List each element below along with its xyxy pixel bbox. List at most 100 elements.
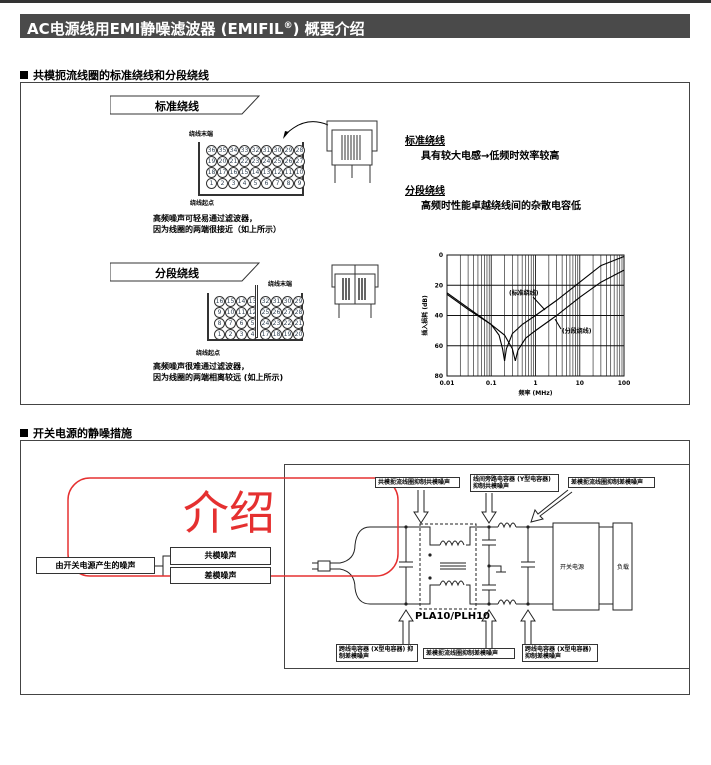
series-line-standard (446, 256, 625, 361)
winding-turn: 18 (271, 329, 282, 340)
winding-turn: 27 (294, 156, 305, 167)
winding-turn: 35 (217, 145, 228, 156)
segmented-banner: 分段绕线 (110, 262, 260, 282)
circuit-box (284, 464, 690, 669)
winding-turn: 21 (228, 156, 239, 167)
x-tick-label: 10 (576, 380, 584, 387)
winding-turn: 26 (271, 307, 282, 318)
winding-turn: 33 (239, 145, 250, 156)
standard-banner: 标准绕线 (110, 95, 260, 115)
winding-turn: 29 (283, 145, 294, 156)
winding-turn: 1 (214, 329, 225, 340)
load-label: 负载 (617, 564, 630, 571)
psu-label: 开关电源 (560, 564, 585, 571)
winding-turn: 15 (239, 167, 250, 178)
segmented-caption: 高频噪声很难通过滤波器，因为线圈的两端相离较远 (如上所示) (153, 362, 284, 382)
winding-turn: 7 (225, 318, 236, 329)
series-line-segmented (446, 269, 625, 362)
winding-turn: 8 (283, 178, 294, 189)
winding-turn: 25 (272, 156, 283, 167)
winding-end-label: 绕线末端 (189, 131, 214, 138)
top-label-2: 线间旁路电容器 (Y型电容器) 抑制共模噪声 (470, 474, 559, 492)
series-pointer (554, 318, 562, 330)
top-label-1: 共模扼流线圈抑制共模噪声 (375, 477, 460, 488)
registered-mark: ® (283, 21, 293, 31)
winding-turn: 3 (228, 178, 239, 189)
winding-turn: 24 (260, 318, 271, 329)
winding-turn: 14 (250, 167, 261, 178)
winding-turn: 28 (293, 307, 304, 318)
title-text: AC电源线用EMI静噪滤波器 (EMIFIL (27, 20, 284, 38)
y-tick-label: 40 (435, 313, 443, 320)
winding-turn: 1 (206, 178, 217, 189)
winding-turn: 5 (250, 178, 261, 189)
winding-turn: 31 (271, 296, 282, 307)
winding-turn: 9 (214, 307, 225, 318)
source-noise-box: 由开关电源产生的噪声 (36, 557, 155, 574)
winding-turn: 6 (261, 178, 272, 189)
winding-turn: 27 (282, 307, 293, 318)
winding-turn: 24 (261, 156, 272, 167)
series-label-standard: (标准绕线) (509, 289, 539, 297)
winding-turn: 29 (293, 296, 304, 307)
x-tick-label: 0.1 (486, 380, 497, 387)
winding-turn: 13 (261, 167, 272, 178)
top-strip (0, 0, 711, 3)
part-number: PLA10/PLH10 (415, 611, 490, 622)
winding-turn: 17 (260, 329, 271, 340)
title-end: ) 概要介绍 (292, 20, 365, 38)
x-tick-label: 1 (533, 380, 537, 387)
series-label-segmented: (分段绕线) (562, 327, 592, 335)
winding-turn: 10 (294, 167, 305, 178)
winding-turn: 16 (228, 167, 239, 178)
winding-turn: 9 (294, 178, 305, 189)
note-standard: 标准绕线具有较大电感→低频时效率较高 (405, 136, 560, 162)
winding-turn: 22 (239, 156, 250, 167)
y-tick-label: 60 (435, 343, 443, 350)
common-mode-noise-box: 共模噪声 (170, 547, 271, 565)
winding-turn: 21 (293, 318, 304, 329)
winding-turn: 3 (236, 329, 247, 340)
winding-turn: 22 (282, 318, 293, 329)
winding-turn: 32 (250, 145, 261, 156)
x-tick-label: 0.01 (440, 380, 455, 387)
winding-turn: 14 (236, 296, 247, 307)
winding-turn: 19 (282, 329, 293, 340)
choke-coil-standard-image (283, 120, 378, 183)
y-axis-label: 插入损耗 (dB) (421, 295, 429, 336)
winding-turn: 8 (214, 318, 225, 329)
x-axis-label: 频率 (MHz) (518, 389, 552, 397)
winding-turn: 23 (271, 318, 282, 329)
winding-turn: 20 (293, 329, 304, 340)
winding-turn: 34 (228, 145, 239, 156)
top-label-3: 差模扼流线圈抑制差模噪声 (568, 477, 655, 488)
winding-turn: 11 (283, 167, 294, 178)
winding-start-label: 绕线起点 (190, 200, 215, 207)
segmented-end-label: 绕线末端 (268, 281, 293, 288)
winding-turn: 25 (260, 307, 271, 318)
x-tick-label: 100 (618, 380, 631, 387)
winding-turn: 19 (206, 156, 217, 167)
winding-turn: 2 (217, 178, 228, 189)
winding-turn: 15 (225, 296, 236, 307)
section2-heading: 开关电源的静噪措施 (20, 425, 132, 441)
y-tick-label: 0 (439, 252, 443, 259)
winding-turn: 7 (272, 178, 283, 189)
winding-turn: 31 (261, 145, 272, 156)
winding-turn: 23 (250, 156, 261, 167)
diff-mode-noise-box: 差模噪声 (170, 567, 271, 584)
winding-turn: 11 (236, 307, 247, 318)
winding-turn: 6 (236, 318, 247, 329)
section1-box (20, 82, 690, 405)
winding-turn: 26 (283, 156, 294, 167)
winding-turn: 16 (214, 296, 225, 307)
y-tick-label: 20 (435, 282, 443, 289)
plot-frame (446, 254, 625, 377)
winding-turn: 30 (282, 296, 293, 307)
winding-turn: 30 (272, 145, 283, 156)
page-title: AC电源线用EMI静噪滤波器 (EMIFIL®) 概要介绍 (20, 14, 690, 38)
winding-turn: 32 (260, 296, 271, 307)
